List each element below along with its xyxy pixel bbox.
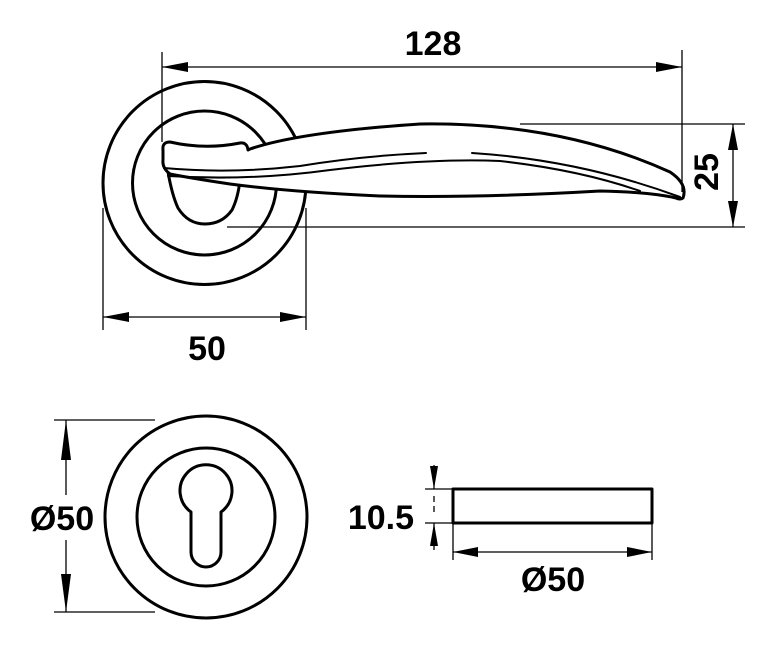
lever-neck	[166, 170, 242, 226]
escutcheon-profile	[451, 487, 654, 525]
arrowhead	[61, 574, 71, 612]
arrowhead	[61, 420, 71, 460]
dimension-label-length: 128	[405, 25, 462, 63]
arrowhead	[430, 466, 438, 489]
arrowhead	[728, 201, 738, 227]
arrowhead	[453, 547, 478, 557]
arrowhead	[728, 124, 738, 150]
arrowhead	[162, 62, 188, 72]
dimension-label-thickness: 10.5	[348, 499, 414, 537]
lever-crease-upper	[163, 152, 427, 172]
lever-crease-upper-right	[471, 152, 681, 198]
escutcheon-outer-circle	[103, 414, 309, 620]
escutcheon-side-view: 10.5 Ø50	[348, 465, 654, 599]
escutcheon-front-view: Ø50	[30, 414, 309, 620]
arrowhead	[627, 547, 652, 557]
dimension-label-side-diameter: Ø50	[521, 561, 585, 599]
handle-side-view: 128 25 50	[101, 25, 745, 368]
arrowhead	[656, 62, 682, 72]
euro-profile-keyhole	[178, 463, 234, 569]
dimension-label-diameter: Ø50	[30, 500, 94, 538]
lever-crease-lower	[167, 159, 641, 192]
dimension-label-rose-width: 50	[188, 330, 226, 368]
dimension-label-height: 25	[688, 153, 726, 191]
arrowhead	[430, 523, 438, 546]
arrowhead	[280, 312, 306, 322]
escutcheon-inner-circle	[135, 446, 277, 588]
arrowhead	[103, 312, 129, 322]
